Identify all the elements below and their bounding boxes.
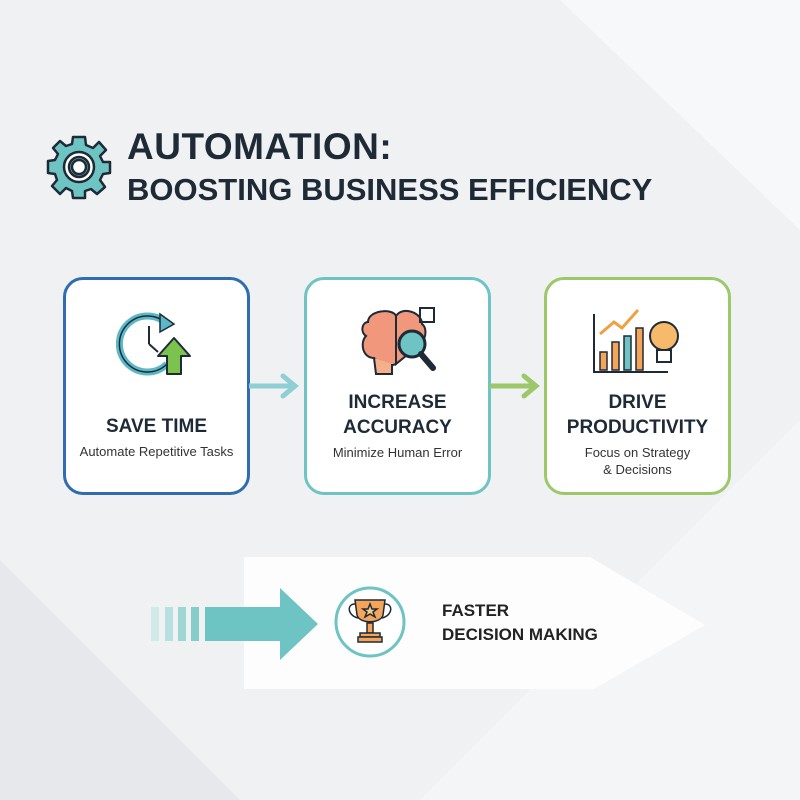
result-line-2: DECISION MAKING [442, 625, 598, 644]
brain-magnifier-icon [360, 307, 436, 375]
card-increase-accuracy: INCREASE ACCURACY Minimize Human Error [304, 277, 491, 495]
card-subtitle-line-2: & Decisions [603, 462, 672, 477]
card-heading-line-1: DRIVE [608, 392, 667, 413]
card-heading: SAVE TIME [106, 416, 207, 437]
card-heading-line-1: INCREASE [348, 392, 447, 413]
chart-lightbulb-icon [592, 309, 679, 373]
title-line-1: AUTOMATION: [127, 126, 393, 167]
title-line-2: BOOSTING BUSINESS EFFICIENCY [127, 172, 653, 207]
trophy-icon [348, 599, 392, 643]
big-arrow-icon [151, 588, 318, 660]
card-heading-line-2: ACCURACY [343, 417, 452, 438]
arrow-right-icon [249, 373, 299, 399]
clock-arrow-up-icon [115, 312, 191, 376]
card-subtitle-line-1: Focus on Strategy [584, 445, 691, 460]
result-text: FASTER DECISION MAKING [442, 599, 598, 647]
result-line-1: FASTER [442, 601, 510, 620]
card-heading-line-2: PRODUCTIVITY [566, 417, 709, 438]
card-drive-productivity: DRIVE PRODUCTIVITY Focus on Strategy & D… [544, 277, 731, 495]
arrow-right-icon [490, 373, 540, 399]
card-save-time: SAVE TIME Automate Repetitive Tasks [63, 277, 250, 495]
gear-icon [46, 135, 112, 200]
card-subtitle: Minimize Human Error [332, 445, 463, 460]
page-title: AUTOMATION: BOOSTING BUSINESS EFFICIENCY [127, 128, 652, 205]
card-subtitle: Automate Repetitive Tasks [79, 444, 234, 459]
